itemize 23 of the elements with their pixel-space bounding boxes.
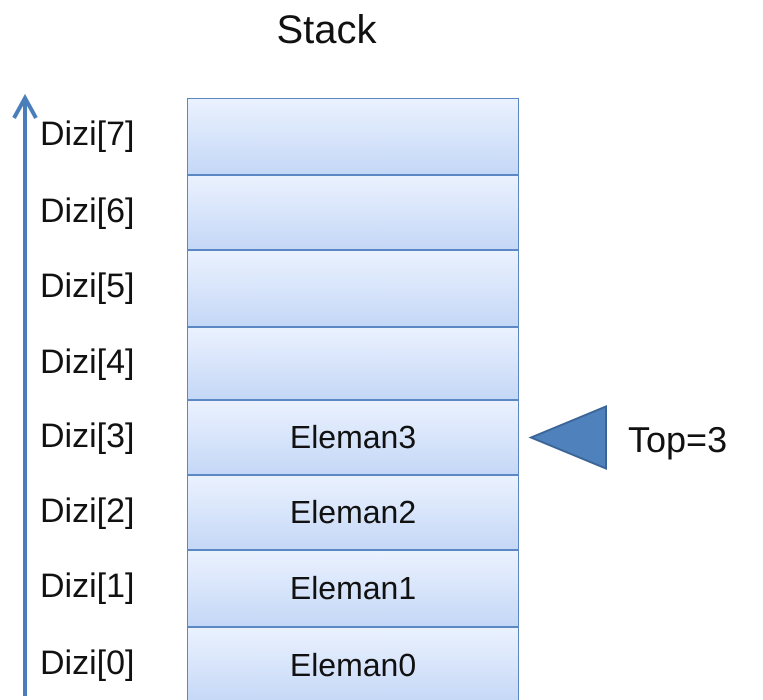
stack-cell xyxy=(187,475,519,550)
index-label: Dizi[7] xyxy=(40,116,134,150)
title: Stack xyxy=(275,8,378,53)
cell-text: Eleman1 xyxy=(290,570,416,607)
index-label: Dizi[6] xyxy=(40,194,134,228)
index-label: Dizi[5] xyxy=(40,268,134,302)
pointer-label: Top=3 xyxy=(628,415,758,465)
cell-text: Eleman2 xyxy=(290,494,416,531)
stack-cell xyxy=(187,250,519,327)
stack-cell xyxy=(187,627,519,700)
index-label: Dizi[3] xyxy=(40,418,134,452)
stack-cell xyxy=(187,175,519,250)
stack-cell xyxy=(187,327,519,400)
index-label: Dizi[0] xyxy=(40,646,134,680)
index-label: Dizi[1] xyxy=(40,568,134,602)
pointer-arrow xyxy=(528,405,607,470)
cell-text: Eleman0 xyxy=(290,647,416,684)
index-label: Dizi[4] xyxy=(40,344,134,378)
stack-cell xyxy=(187,400,519,475)
stack-cell xyxy=(187,98,519,175)
stack-cell xyxy=(187,550,519,627)
cell-text: Eleman3 xyxy=(290,419,416,456)
index-label: Dizi[2] xyxy=(40,494,134,528)
